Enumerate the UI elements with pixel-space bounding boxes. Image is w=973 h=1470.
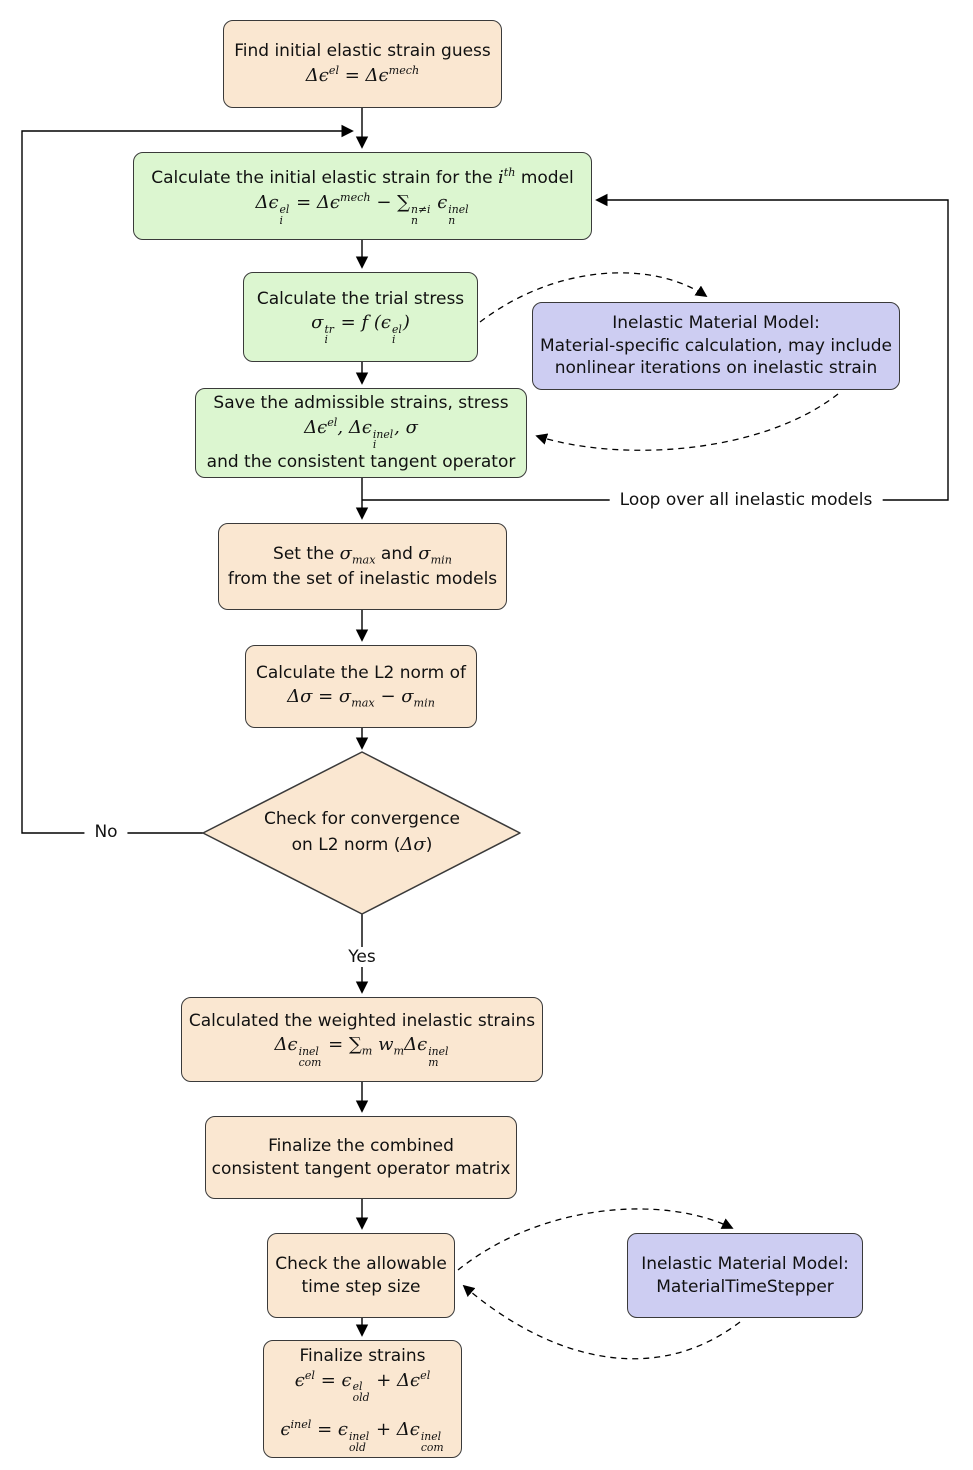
node-save-strains: Save the admissible strains, stress Δϵel… [195, 388, 527, 478]
node-line: nonlinear iterations on inelastic strain [554, 358, 878, 379]
node-line: Set the σmax and σmin [273, 543, 452, 567]
node-formula: Δσ = σmax − σmin [287, 686, 435, 710]
node-line: Calculate the initial elastic strain for… [151, 166, 574, 189]
dashed-timestep-to-stepper [457, 1208, 734, 1271]
node-line: Inelastic Material Model: [612, 312, 820, 333]
node-line: MaterialTimeStepper [656, 1276, 834, 1297]
dashed-model-to-save [535, 393, 839, 451]
node-line: Calculated the weighted inelastic strain… [188, 1011, 536, 1032]
node-line: Finalize strains [299, 1345, 426, 1366]
node-line: and the consistent tangent operator [206, 452, 516, 473]
node-line: Find initial elastic strain guess [234, 40, 491, 61]
node-line: Material-specific calculation, may inclu… [540, 335, 892, 356]
loop-label: Loop over all inelastic models [609, 490, 883, 510]
node-line: consistent tangent operator matrix [211, 1158, 511, 1179]
convergence-diamond-shape [202, 751, 521, 915]
node-line: Calculate the trial stress [256, 288, 465, 309]
node-convergence-check: Check for convergence on L2 norm (Δσ) [212, 770, 512, 896]
yes-label: Yes [338, 947, 386, 967]
node-line: on L2 norm (Δσ) [291, 834, 433, 855]
node-inelastic-model-callout: Inelastic Material Model: Material-speci… [532, 302, 900, 390]
node-line: Save the admissible strains, stress [213, 392, 509, 413]
no-label: No [84, 822, 128, 842]
node-weighted-strains: Calculated the weighted inelastic strain… [181, 997, 543, 1082]
node-formula: Δϵel = Δϵmech [305, 63, 420, 86]
node-finalize-tangent: Finalize the combined consistent tangent… [205, 1116, 517, 1199]
node-set-sigma: Set the σmax and σmin from the set of in… [218, 523, 507, 610]
dashed-trial-to-model [479, 272, 708, 323]
node-time-step-check: Check the allowable time step size [267, 1233, 455, 1318]
node-initial-guess: Find initial elastic strain guess Δϵel =… [223, 20, 502, 108]
node-line: Inelastic Material Model: [641, 1253, 849, 1274]
node-line: from the set of inelastic models [227, 568, 498, 589]
node-line: Check for convergence [263, 809, 461, 830]
node-l2-norm: Calculate the L2 norm of Δσ = σmax − σmi… [245, 645, 477, 728]
node-line: time step size [301, 1276, 421, 1297]
node-line: Check the allowable [275, 1253, 447, 1274]
node-line: Finalize the combined [268, 1135, 454, 1156]
node-material-time-stepper: Inelastic Material Model: MaterialTimeSt… [627, 1233, 863, 1318]
node-initial-elastic-strain: Calculate the initial elastic strain for… [133, 152, 592, 240]
node-line: Calculate the L2 norm of [255, 663, 466, 684]
